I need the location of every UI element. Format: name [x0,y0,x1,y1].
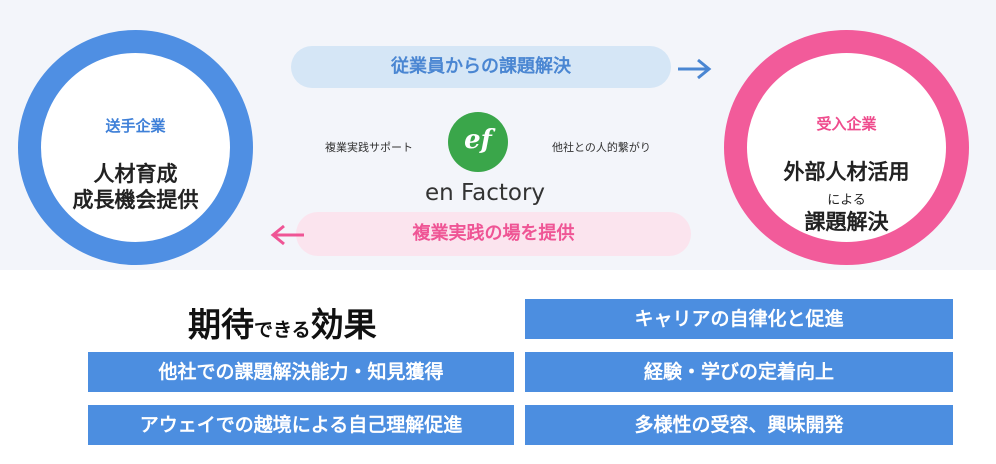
receiver-benefit-line1: 外部人材活用 [783,160,910,184]
sender-benefit-line2: 成長機会提供 [72,188,199,212]
receiver-benefit-connector: による [827,193,866,208]
sender-company-circle: 送手企業 人材育成 成長機会提供 [18,30,253,265]
arrow-right-icon [678,58,712,80]
heading-part2: できる [254,319,311,341]
brand-name: en Factory [424,180,546,206]
practice-place-pill: 複業実践の場を提供 [296,212,691,256]
effect-box: 他社での課題解決能力・知見獲得 [88,352,514,392]
effect-box: キャリアの自律化と促進 [525,299,953,339]
effect-box: アウェイでの越境による自己理解促進 [88,405,514,445]
effect-box: 多様性の受容、興味開発 [525,405,953,445]
heading-part3: 効果 [310,305,377,344]
issue-solving-pill: 従業員からの課題解決 [291,46,671,88]
receiver-company-label: 受入企業 [816,115,877,133]
effect-box: 経験・学びの定着向上 [525,352,953,392]
receiver-company-circle: 受入企業 外部人材活用 による 課題解決 [724,30,969,265]
en-factory-logo: ef [448,112,508,172]
expected-effects-heading: 期待できる効果 [188,298,377,344]
sender-company-label: 送手企業 [105,117,166,135]
receiver-benefit-line3: 課題解決 [804,210,889,234]
sender-benefit-line1: 人材育成 [93,162,178,186]
side-human-connection: 他社との人的繋がり [552,141,651,154]
side-practice-support: 複業実践サポート [325,141,413,154]
arrow-left-icon [270,224,304,246]
heading-part1: 期待 [188,305,254,344]
